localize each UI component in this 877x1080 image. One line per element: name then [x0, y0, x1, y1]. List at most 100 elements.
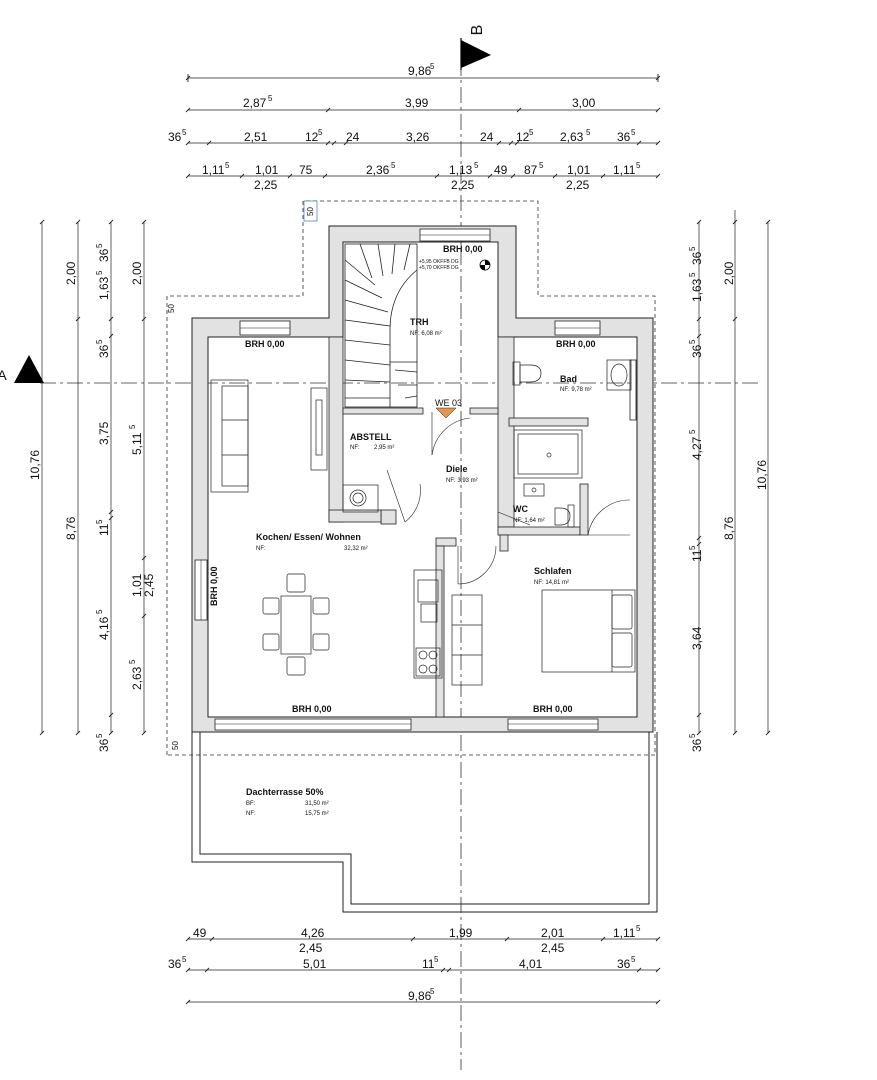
brh-label-bath: BRH 0,00: [556, 339, 596, 349]
dim-top-row3-7-sup: 5: [586, 128, 591, 137]
dashed-outline: [166, 200, 656, 756]
dim-top-row4-0-sup: 5: [225, 161, 230, 170]
doors: [386, 412, 631, 585]
stair-level-lower: +5,70 OKFFB DG: [419, 265, 459, 271]
dim-left-col3-5-sup: 5: [95, 733, 104, 738]
staircase: [344, 243, 418, 408]
brh-label-stair: BRH 0,00: [443, 244, 483, 254]
room-trh-area: NF: 6,08 m²: [410, 331, 442, 337]
dim-top-row3-4: 3,26: [406, 130, 430, 144]
dim-right-total: 10,76: [755, 460, 769, 490]
brh-label-bedroom: BRH 0,00: [533, 704, 573, 714]
room-terrasse-bf: 31,50 m²: [305, 801, 329, 807]
dim-bottom-total: 9,86: [408, 989, 432, 1003]
dim-left-col4-1-sup: 5: [128, 424, 137, 429]
dim-bottom-row2-0-sup: 5: [182, 955, 187, 964]
section-marker-b-label: B: [469, 25, 486, 36]
dim-left-total: 10,76: [28, 450, 42, 480]
bottom-dimensions: 49 4,26 1,99 2,01 1,11 5 2,45 2,45 36 5 …: [168, 924, 641, 1003]
wing-offset-label: 50: [306, 207, 315, 216]
dim-left-col3-1-sup: 5: [95, 339, 104, 344]
dim-right-col3-3: 4,27: [690, 436, 704, 460]
dim-bottom-row1-4: 1,11: [613, 926, 636, 940]
brh-labels: BRH 0,00 BRH 0,00 BRH 0,00 BRH 0,00 BRH …: [209, 244, 596, 714]
dim-top-row4-6: 87: [524, 163, 538, 177]
dim-bottom-row1-lower-1: 2,45: [541, 941, 565, 955]
section-marker-a: A: [0, 355, 44, 383]
dim-left-col3-top-36-sup: 5: [95, 243, 104, 248]
room-abstell-nf: NF:: [350, 445, 360, 451]
dim-top-row3-5: 24: [480, 130, 494, 144]
room-bad-area: NF: 9,78 m²: [560, 387, 592, 393]
dim-left-col3-0-sup: 5: [95, 270, 104, 275]
dim-bottom-row1-1: 4,26: [301, 926, 325, 940]
dim-bottom-row2-0: 36: [168, 957, 182, 971]
dimension-ticks: [39, 74, 771, 1005]
interior-walls: [328, 336, 589, 718]
dim-top-row4-6-sup: 5: [539, 161, 544, 170]
right-dimensions: 36 5 1,63 5 36 5 4,27 5 11 5 3,64 36 5 2…: [688, 246, 769, 752]
dim-left-col4-1: 5,11: [130, 432, 144, 455]
dimension-lines: [41, 77, 769, 1003]
dim-bottom-row1-4-sup: 5: [636, 924, 641, 933]
dim-top-row2-b: 3,99: [405, 96, 429, 110]
dim-top-row4-0: 1,11: [202, 163, 225, 177]
room-abstell-name: ABSTELL: [350, 432, 392, 442]
dim-top-row3-2: 12: [305, 130, 319, 144]
room-kochen-name: Kochen/ Essen/ Wohnen: [256, 532, 361, 542]
dim-top-row3-0-sup: 5: [182, 128, 187, 137]
dim-left-col3-4-sup: 5: [95, 609, 104, 614]
dim-top-row4-3-sup: 5: [391, 161, 396, 170]
brh-label-living-top: BRH 0,00: [245, 339, 285, 349]
dim-top-row4-4: 1,13: [449, 163, 473, 177]
dim-top-row3-6: 12: [516, 130, 530, 144]
dim-bottom-row2-1: 5,01: [303, 957, 327, 971]
room-labels: TRH NF: 6,08 m² Bad NF: 9,78 m² ABSTELL …: [246, 317, 592, 817]
dim-bottom-row2-2: 11: [422, 957, 435, 971]
dim-bottom-row1-0: 49: [193, 926, 207, 940]
furniture: [210, 359, 636, 686]
dim-left-col2-1: 8,76: [64, 516, 78, 540]
dim-bottom-row2-2-sup: 5: [434, 955, 439, 964]
dim-right-col3-2-sup: 5: [688, 339, 697, 344]
stair-level-upper: +5,95 OKFFB DG: [419, 259, 459, 265]
dim-bottom-row2-4: 36: [617, 957, 631, 971]
dim-right-col3-0-sup: 5: [688, 246, 697, 251]
dim-bottom-row1-3: 2,01: [541, 926, 565, 940]
dim-right-col3-1: 1,63: [690, 278, 704, 302]
room-terrasse-nf: 15,75 m²: [305, 811, 329, 817]
unit-label: WE 03: [435, 398, 462, 408]
dim-right-col3-2: 36: [690, 344, 704, 358]
left-dimensions: 10,76 2,00 8,76 1,63 5 36 5 36 5 3,75 11…: [28, 243, 156, 752]
dim-bottom-row2-3: 4,01: [519, 957, 543, 971]
wing-offset-box: [303, 200, 318, 222]
dim-bottom-row1-2: 1,99: [449, 926, 473, 940]
dim-top-row4-4-sup: 5: [474, 161, 479, 170]
dim-left-col4-4-sup: 5: [128, 659, 137, 664]
room-wc-area: NF: 1,64 m²: [513, 518, 545, 524]
dim-right-col3-3-sup: 5: [688, 429, 697, 434]
dim-bottom-row1-lower-0: 2,45: [299, 941, 323, 955]
dim-left-col3-top-36: 36: [97, 248, 111, 262]
room-terrasse-name: Dachterrasse 50%: [246, 787, 324, 797]
room-terrasse-bf-label: BF:: [246, 801, 256, 807]
dim-top-row4-8-sup: 5: [636, 161, 641, 170]
room-kochen-area: 32,32 m²: [344, 546, 368, 552]
dim-top-row4-7: 1,01: [567, 163, 591, 177]
dim-bottom-total-sup: 5: [430, 987, 435, 996]
dim-right-col3-6: 36: [690, 738, 704, 752]
dim-top-row3-6-sup: 5: [529, 128, 534, 137]
dim-top-row4-lower-2: 2,25: [566, 178, 590, 192]
top-dimensions: 9,86 5 2,87 5 3,99 3,00 36 5 2,51 12 5 2…: [168, 62, 641, 192]
dim-left-col3-2: 3,75: [97, 421, 111, 445]
dim-top-row2-a: 2,87: [243, 96, 267, 110]
room-diele-area: NF: 3,93 m²: [446, 478, 478, 484]
dim-left-col3-3-sup: 5: [95, 519, 104, 524]
dim-left-col4-0: 2,00: [130, 261, 144, 285]
room-schlafen-name: Schlafen: [534, 566, 572, 576]
dim-left-col3-4: 4,16: [97, 616, 111, 640]
dim-top-total: 9,86: [408, 64, 432, 78]
dim-left-col3-1: 36: [97, 344, 111, 358]
dim-top-row3-8: 36: [617, 130, 631, 144]
room-wc-name: WC: [513, 504, 528, 514]
